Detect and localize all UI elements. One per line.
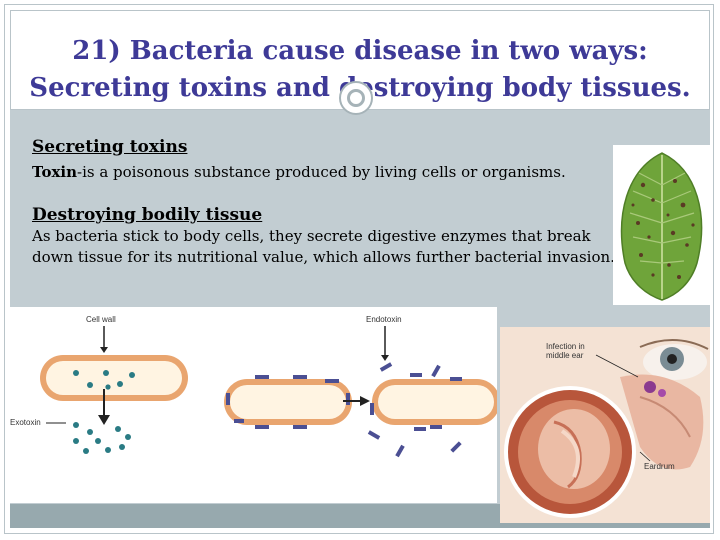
section-heading-destroying: Destroying bodily tissue [32, 205, 263, 225]
label-infection-line2: middle ear [546, 351, 584, 360]
ear-illustration: Infection in middle ear Eardrum [500, 327, 710, 523]
toxin-diagram: Cell wall Exotoxin Endotox [10, 307, 500, 503]
leaf-illustration [620, 152, 703, 301]
leaf-image [613, 145, 711, 305]
label-eardrum: Eardrum [644, 462, 675, 471]
label-exotoxin: Exotoxin [10, 418, 41, 427]
toxin-definition: Toxin-is a poisonous substance produced … [32, 162, 602, 183]
slide-title-line1: 21) Bacteria cause disease in two ways: [72, 36, 648, 66]
divider-circle-icon [339, 81, 373, 115]
destroying-line1: As bacteria stick to body cells, they se… [32, 227, 591, 245]
label-endotoxin: Endotoxin [366, 315, 402, 324]
destroying-line2: down tissue for its nutritional value, w… [32, 248, 615, 266]
toxin-diagram-svg: Cell wall Exotoxin Endotox [10, 315, 500, 458]
section-heading-secreting: Secreting toxins [32, 137, 188, 157]
label-infection-line1: Infection in [546, 342, 585, 351]
toxin-term: Toxin [32, 163, 77, 181]
middle-ear-image: Infection in middle ear Eardrum [500, 327, 710, 523]
slide-frame [4, 4, 714, 534]
toxin-text: -is a poisonous substance produced by li… [77, 163, 566, 181]
label-cell-wall: Cell wall [86, 315, 116, 324]
